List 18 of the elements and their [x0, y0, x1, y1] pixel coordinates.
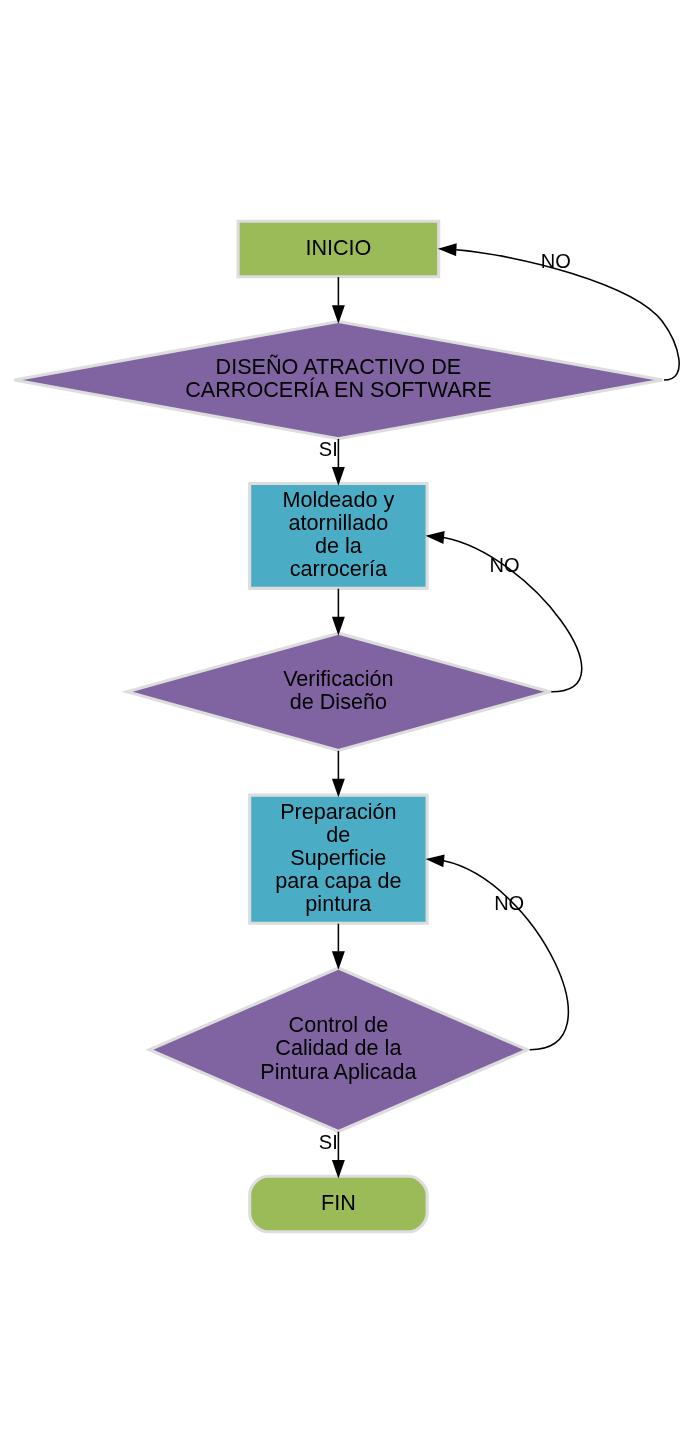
arrow [331, 749, 345, 797]
node-box: Preparación de Superficie para capa de pintura [248, 793, 429, 925]
node-box: INICIO [236, 219, 441, 278]
arrow [331, 1130, 345, 1179]
arrow [331, 587, 345, 635]
node-box: FIN [248, 1174, 429, 1233]
arrow [425, 530, 583, 693]
node-box: Moldeado y atornillado de la carrocería [248, 481, 429, 590]
arrow [331, 922, 345, 970]
node-diamond: Control de Calidad de la Pintura Aplicada [145, 965, 532, 1133]
edge-label: SI [318, 1130, 338, 1153]
arrow [331, 275, 345, 324]
arrow [425, 853, 569, 1051]
node-diamond: DISEÑO ATRACTIVO DE CARROCERÍA EN SOFTWARE [12, 319, 664, 440]
edge-label: NO [540, 249, 571, 272]
node-diamond: Verificación de Diseño [121, 631, 556, 752]
edge-label: SI [318, 437, 338, 460]
arrow [331, 437, 345, 486]
